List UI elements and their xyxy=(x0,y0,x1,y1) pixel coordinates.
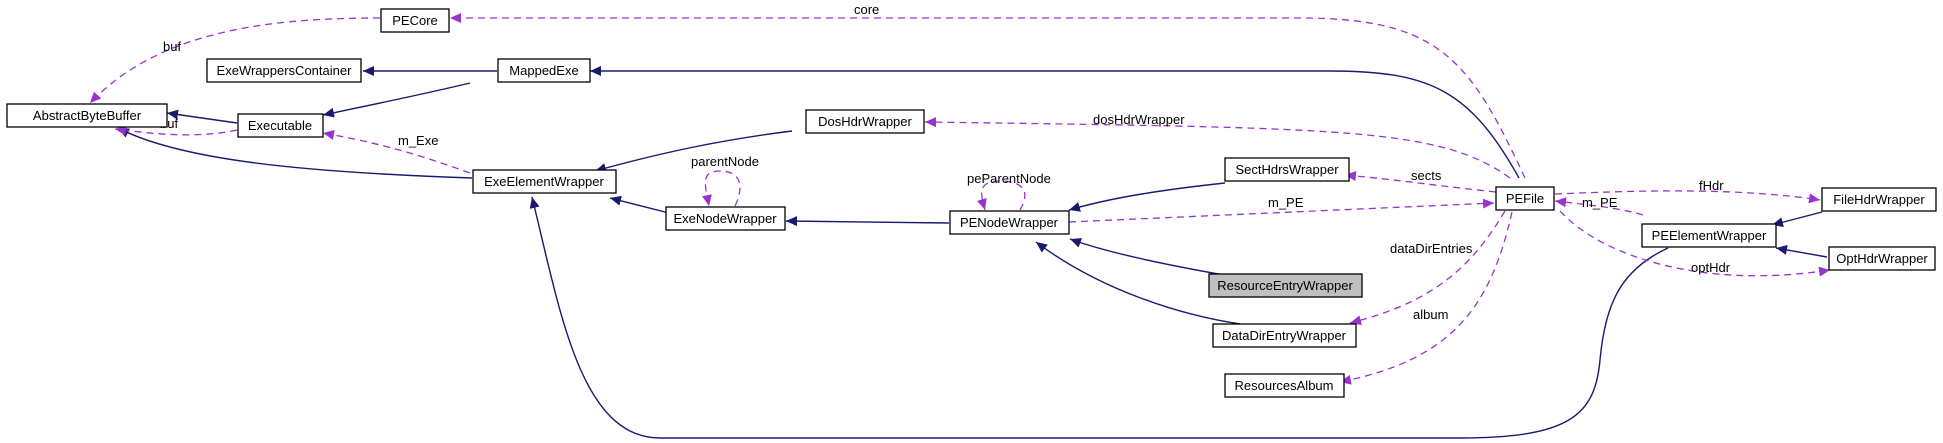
label-peparentnode: peParentNode xyxy=(967,171,1051,186)
node-pe-node-wrapper[interactable]: PENodeWrapper xyxy=(949,210,1070,235)
node-resource-entry-wrapper[interactable]: ResourceEntryWrapper xyxy=(1208,273,1363,298)
label-buf-top: buf xyxy=(163,39,181,54)
label-doshdrwrapper: dosHdrWrapper xyxy=(1093,112,1185,127)
label-sects: sects xyxy=(1411,168,1442,183)
node-pe-element-wrapper[interactable]: PEElementWrapper xyxy=(1641,223,1777,248)
edge-filehdrwrapper-to-peelementwrapper xyxy=(1771,211,1823,228)
svg-text:DataDirEntryWrapper: DataDirEntryWrapper xyxy=(1222,328,1347,343)
edge-opthdrwrapper-to-peelementwrapper xyxy=(1775,244,1828,258)
edge-opthdr xyxy=(1559,210,1831,277)
edge-datadirentries xyxy=(1349,210,1506,326)
node-executable[interactable]: Executable xyxy=(237,113,324,138)
node-exe-wrappers-container[interactable]: ExeWrappersContainer xyxy=(206,58,362,83)
node-abstract-byte-buffer[interactable]: AbstractByteBuffer xyxy=(6,103,168,128)
node-mapped-exe[interactable]: MappedExe xyxy=(497,58,591,83)
label-m-pe-right: m_PE xyxy=(1582,195,1618,210)
edge-peelementwrapper-to-exeelementwrapper xyxy=(529,196,1669,439)
node-pecore[interactable]: PECore xyxy=(380,8,450,33)
edge-penodewrapper-to-exenodewrapper xyxy=(785,216,950,227)
edge-parentnode xyxy=(702,170,741,207)
node-file-hdr-wrapper[interactable]: FileHdrWrapper xyxy=(1821,187,1937,212)
edge-m-exe xyxy=(322,129,471,174)
edge-secthdrswrapper-to-penodewrapper xyxy=(1068,182,1226,212)
label-m-pe-main: m_PE xyxy=(1268,195,1304,210)
edge-buf-executable xyxy=(114,125,238,136)
edge-sects xyxy=(1344,171,1497,193)
edge-buf-pecore xyxy=(89,17,381,104)
svg-text:ExeWrappersContainer: ExeWrappersContainer xyxy=(217,63,353,78)
label-m-exe: m_Exe xyxy=(398,133,438,148)
svg-text:FileHdrWrapper: FileHdrWrapper xyxy=(1833,192,1925,207)
label-parentnode: parentNode xyxy=(691,154,759,169)
node-dos-hdr-wrapper[interactable]: DosHdrWrapper xyxy=(805,109,925,134)
edge-peparentnode xyxy=(977,180,1026,211)
svg-text:SectHdrsWrapper: SectHdrsWrapper xyxy=(1235,162,1339,177)
edge-datadirentrywrapper-to-penodewrapper xyxy=(1035,241,1241,325)
label-opthdr: optHdr xyxy=(1691,260,1731,275)
svg-text:MappedExe: MappedExe xyxy=(509,63,578,78)
svg-text:PECore: PECore xyxy=(392,13,438,28)
node-exe-node-wrapper[interactable]: ExeNodeWrapper xyxy=(665,206,786,231)
svg-text:PEFile: PEFile xyxy=(1506,191,1544,206)
svg-text:Executable: Executable xyxy=(248,118,312,133)
label-core: core xyxy=(854,2,879,17)
edge-executable-to-abstractbytebuffer xyxy=(166,109,238,124)
edge-mappedexe-to-executable xyxy=(322,82,471,118)
svg-text:ResourcesAlbum: ResourcesAlbum xyxy=(1235,378,1334,393)
label-album: album xyxy=(1413,307,1448,322)
svg-text:OptHdrWrapper: OptHdrWrapper xyxy=(1836,251,1928,266)
edge-exeelementwrapper-to-abstractbytebuffer xyxy=(117,127,473,179)
edge-exenodewrapper-to-exeelementwrapper xyxy=(609,195,670,214)
edge-album xyxy=(1339,211,1513,385)
svg-text:PEElementWrapper: PEElementWrapper xyxy=(1652,228,1767,243)
node-resources-album[interactable]: ResourcesAlbum xyxy=(1224,373,1345,398)
svg-text:ResourceEntryWrapper: ResourceEntryWrapper xyxy=(1217,278,1353,293)
svg-text:AbstractByteBuffer: AbstractByteBuffer xyxy=(33,108,142,123)
node-pe-file[interactable]: PEFile xyxy=(1495,186,1555,211)
edge-fhdr xyxy=(1554,190,1821,204)
node-opt-hdr-wrapper[interactable]: OptHdrWrapper xyxy=(1828,246,1936,271)
edge-doshdrwrapper xyxy=(924,117,1511,179)
svg-text:PENodeWrapper: PENodeWrapper xyxy=(960,215,1059,230)
label-fhdr: fHdr xyxy=(1699,178,1724,193)
label-datadirentries: dataDirEntries xyxy=(1390,241,1473,256)
svg-text:DosHdrWrapper: DosHdrWrapper xyxy=(818,114,912,129)
node-data-dir-entry-wrapper[interactable]: DataDirEntryWrapper xyxy=(1212,323,1357,348)
node-sect-hdrs-wrapper[interactable]: SectHdrsWrapper xyxy=(1224,157,1350,182)
edge-m-pe-main xyxy=(1068,198,1495,223)
node-exe-element-wrapper[interactable]: ExeElementWrapper xyxy=(472,169,617,194)
edge-pefile-to-mappedexe xyxy=(590,66,1520,179)
edge-core xyxy=(450,13,1526,179)
edge-m-pe-right xyxy=(1554,197,1644,216)
svg-text:ExeElementWrapper: ExeElementWrapper xyxy=(484,174,604,189)
edge-resourceentrywrapper-to-penodewrapper xyxy=(1069,238,1225,276)
edge-doshdrwrapper-to-exeelementwrapper xyxy=(594,130,793,173)
svg-text:ExeNodeWrapper: ExeNodeWrapper xyxy=(673,211,777,226)
